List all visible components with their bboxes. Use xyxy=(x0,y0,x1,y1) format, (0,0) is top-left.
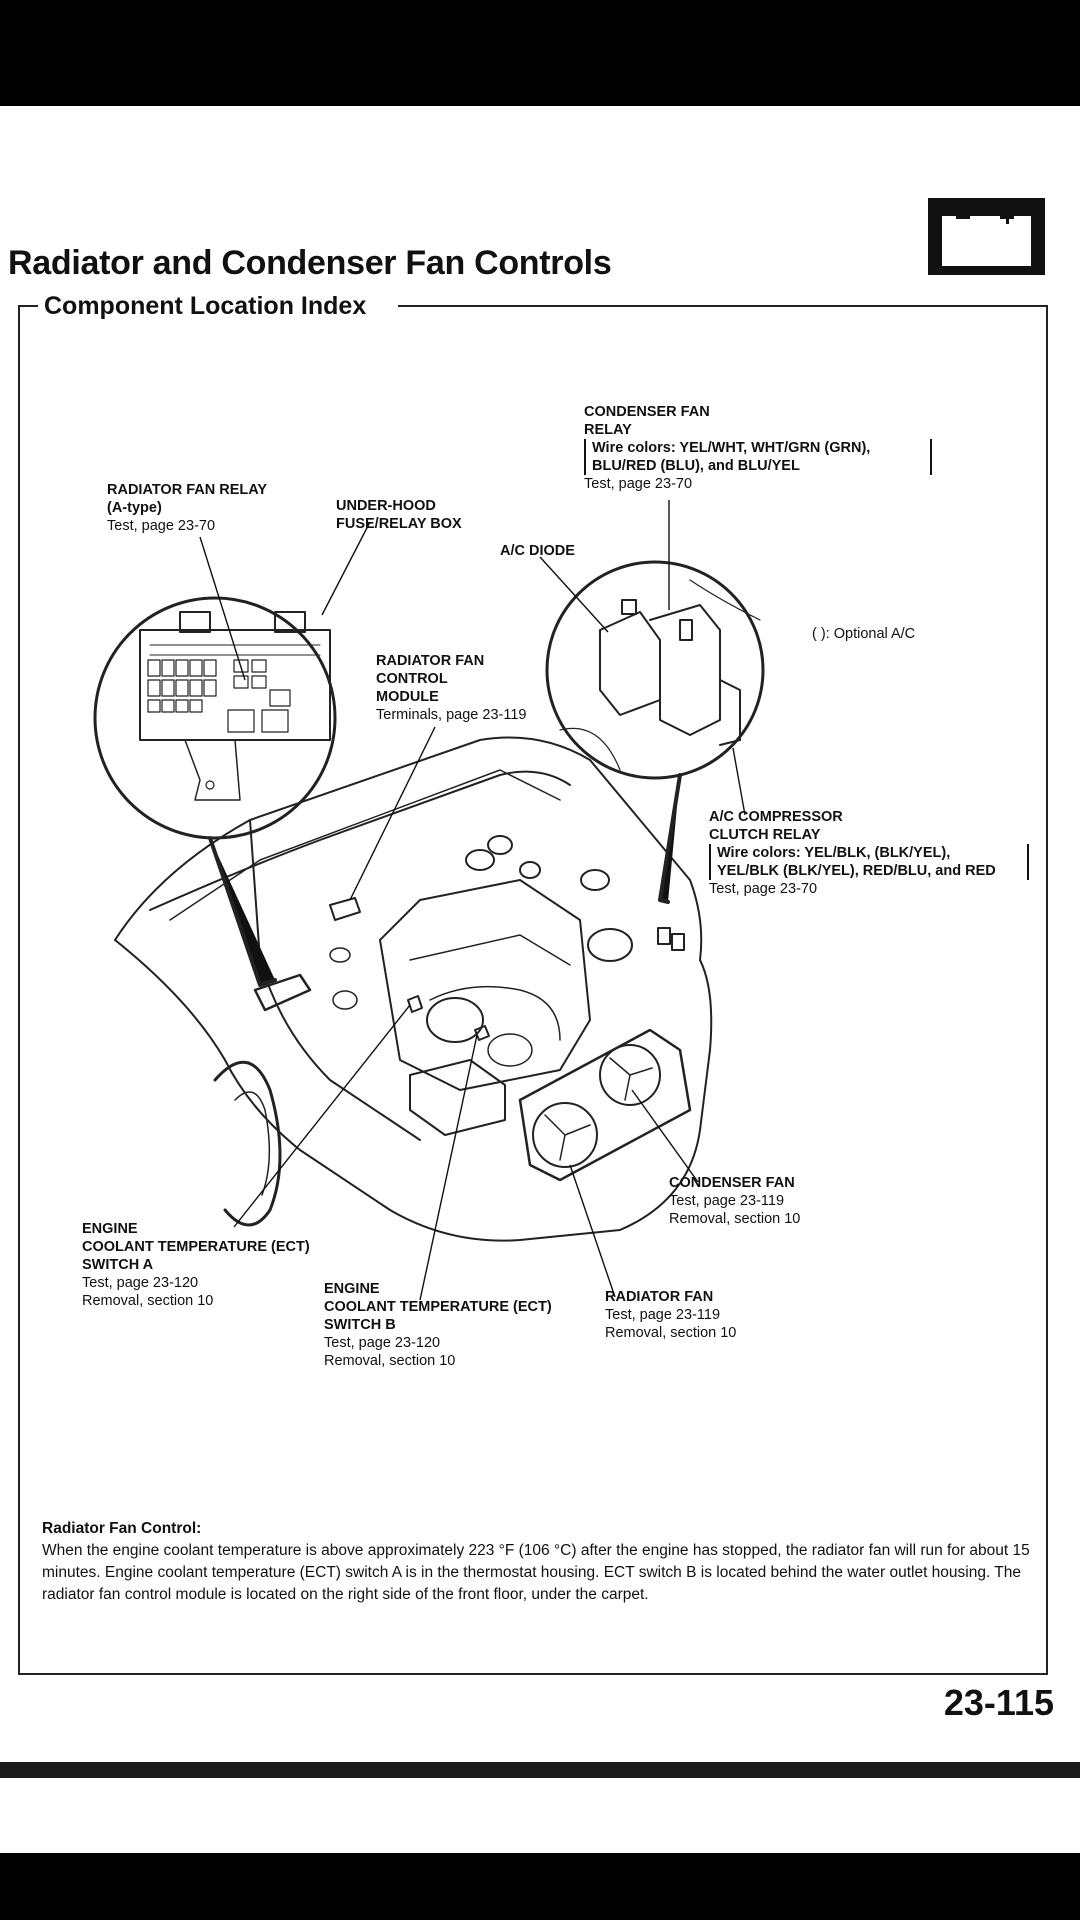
wire-colors-bracket: Wire colors: YEL/BLK, (BLK/YEL), YEL/BLK… xyxy=(709,844,1029,880)
condenser-fan-callout: CONDENSER FAN Test, page 23-119 Removal,… xyxy=(669,1175,801,1227)
ac-compressor-clutch-relay-callout: A/C COMPRESSOR CLUTCH RELAY Wire colors:… xyxy=(709,808,1029,898)
ect-switch-b-callout: ENGINE COOLANT TEMPERATURE (ECT) SWITCH … xyxy=(324,1281,552,1369)
ac-diode-callout: A/C DIODE xyxy=(500,543,575,559)
condenser-fan-relay-callout: CONDENSER FAN RELAY Wire colors: YEL/WHT… xyxy=(584,403,932,493)
optional-ac-note: ( ): Optional A/C xyxy=(812,626,916,642)
section-title: Component Location Index xyxy=(44,292,367,320)
radiator-fan-callout: RADIATOR FAN Test, page 23-119 Removal, … xyxy=(605,1289,737,1341)
radiator-fan-control-module-callout: RADIATOR FAN CONTROL MODULE Terminals, p… xyxy=(376,653,527,723)
radiator-fan-relay-callout: RADIATOR FAN RELAY (A-type) Test, page 2… xyxy=(107,482,268,534)
wire-colors-bracket: Wire colors: YEL/WHT, WHT/GRN (GRN), BLU… xyxy=(584,439,932,475)
index-frame xyxy=(18,305,1048,1675)
ect-switch-a-callout: ENGINE COOLANT TEMPERATURE (ECT) SWITCH … xyxy=(82,1221,310,1309)
battery-icon xyxy=(928,198,1045,275)
page-title: Radiator and Condenser Fan Controls xyxy=(8,244,612,282)
top-black-bar xyxy=(0,0,1080,106)
note-body: When the engine coolant temperature is a… xyxy=(42,1542,1030,1603)
bottom-rule xyxy=(0,1762,1080,1778)
radiator-fan-control-note: Radiator Fan Control: When the engine co… xyxy=(42,1520,1030,1603)
bottom-black-bar xyxy=(0,1853,1080,1920)
under-hood-fuse-box-callout: UNDER-HOOD FUSE/RELAY BOX xyxy=(336,498,462,532)
page-number: 23-115 xyxy=(943,1682,1054,1723)
